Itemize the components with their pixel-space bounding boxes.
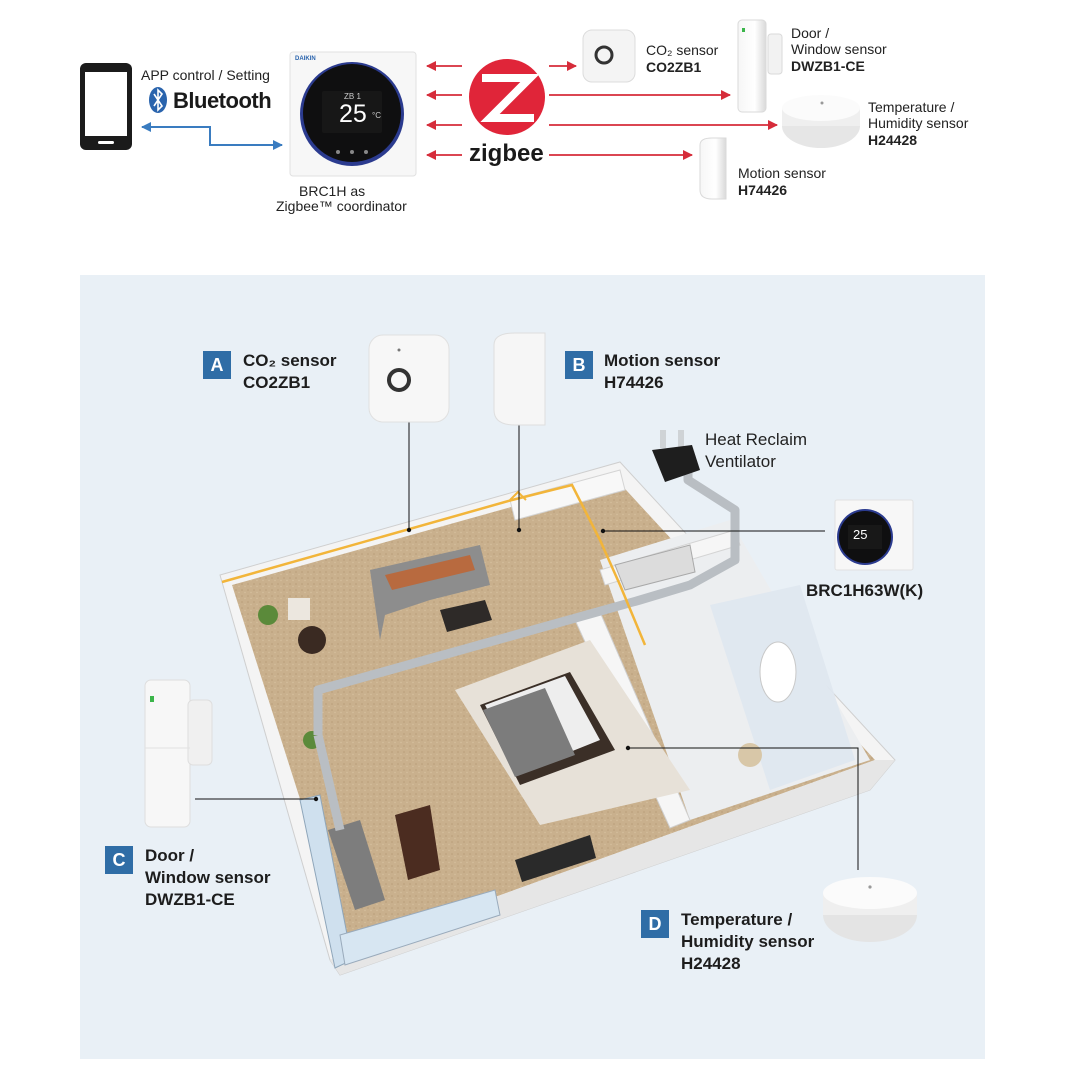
coffee-table (395, 805, 440, 880)
badge-a: A (203, 351, 231, 379)
door-window-sensor-product (144, 679, 213, 828)
door-sensor-title-line2: Window sensor (791, 41, 887, 57)
thermostat-device (289, 51, 417, 177)
temp-sensor-leader-line (628, 747, 859, 870)
round-table (298, 626, 326, 654)
label-d-title-line1: Temperature / (681, 910, 793, 929)
armchair (288, 598, 310, 620)
thermostat-temperature: 25 (339, 100, 367, 128)
bluetooth-link-arrow (141, 122, 283, 150)
plant-icon (258, 605, 278, 625)
ventilation-duct (313, 733, 345, 832)
bed (480, 672, 615, 785)
motion-sensor-product (493, 332, 546, 426)
motion-sensor-model: H74426 (738, 182, 788, 198)
temp-sensor-model: H24428 (868, 132, 918, 148)
badge-c: C (105, 846, 133, 874)
label-a-title: CO₂ sensor (243, 351, 337, 370)
thermostat-brand: DAIKIN (295, 56, 316, 62)
temp-sensor-title-line2: Humidity sensor (868, 115, 969, 131)
bath-mat (738, 743, 762, 767)
bathtub (759, 641, 797, 703)
tv-unit (515, 835, 596, 882)
label-c-model: DWZB1-CE (145, 890, 235, 909)
thermostat-unit: °C (372, 111, 381, 120)
door-window-sensor-device (737, 19, 783, 113)
co2-sensor-title: CO₂ sensor (646, 42, 719, 58)
heat-reclaim-ventilator-device (652, 430, 700, 482)
label-c-title-line1: Door / (145, 846, 195, 865)
coordinator-label-line1: BRC1H as (299, 183, 366, 199)
label-d-title-line2: Humidity sensor (681, 932, 815, 951)
thermostat-mode: ZB 1 (344, 92, 361, 101)
sofa (370, 545, 492, 640)
label-c-title-line2: Window sensor (145, 868, 271, 887)
lower-sofa (328, 820, 385, 910)
connection-diagram (80, 19, 860, 200)
door-sensor-title-line1: Door / (791, 25, 830, 41)
yellow-duct-line (221, 483, 647, 646)
label-b-model: H74426 (604, 373, 664, 392)
temp-sensor-title-line1: Temperature / (868, 99, 955, 115)
ventilation-duct (313, 450, 740, 735)
bluetooth-icon (149, 87, 167, 113)
bluetooth-label: Bluetooth (173, 88, 272, 113)
badge-b: B (565, 351, 593, 379)
co2-sensor-model: CO2ZB1 (646, 59, 702, 75)
co2-sensor-product (368, 334, 450, 423)
label-b-title: Motion sensor (604, 351, 721, 370)
temperature-humidity-sensor-device (782, 95, 860, 148)
yellow-duct-marker (509, 490, 527, 501)
smartphone-icon (80, 63, 132, 150)
co2-sensor-device (582, 29, 636, 83)
motion-sensor-title: Motion sensor (738, 165, 826, 181)
app-control-label: APP control / Setting (141, 67, 270, 83)
label-d-model: H24428 (681, 954, 741, 973)
temperature-humidity-sensor-product (823, 877, 917, 942)
zigbee-logo-icon (469, 59, 545, 135)
coordinator-label-line2: Zigbee™ coordinator (276, 198, 407, 214)
controller-product (834, 499, 914, 571)
controller-temperature: 25 (853, 527, 868, 542)
motion-sensor-device (699, 137, 727, 200)
indoor-unit (614, 544, 696, 591)
badge-d: D (641, 910, 669, 938)
hrv-label-line2: Ventilator (705, 452, 776, 471)
hrv-label-line1: Heat Reclaim (705, 430, 808, 449)
label-a-model: CO2ZB1 (243, 373, 311, 392)
door-sensor-model: DWZB1-CE (791, 58, 865, 74)
zigbee-label: zigbee (469, 140, 544, 167)
controller-model-label: BRC1H63W(K) (806, 581, 924, 600)
